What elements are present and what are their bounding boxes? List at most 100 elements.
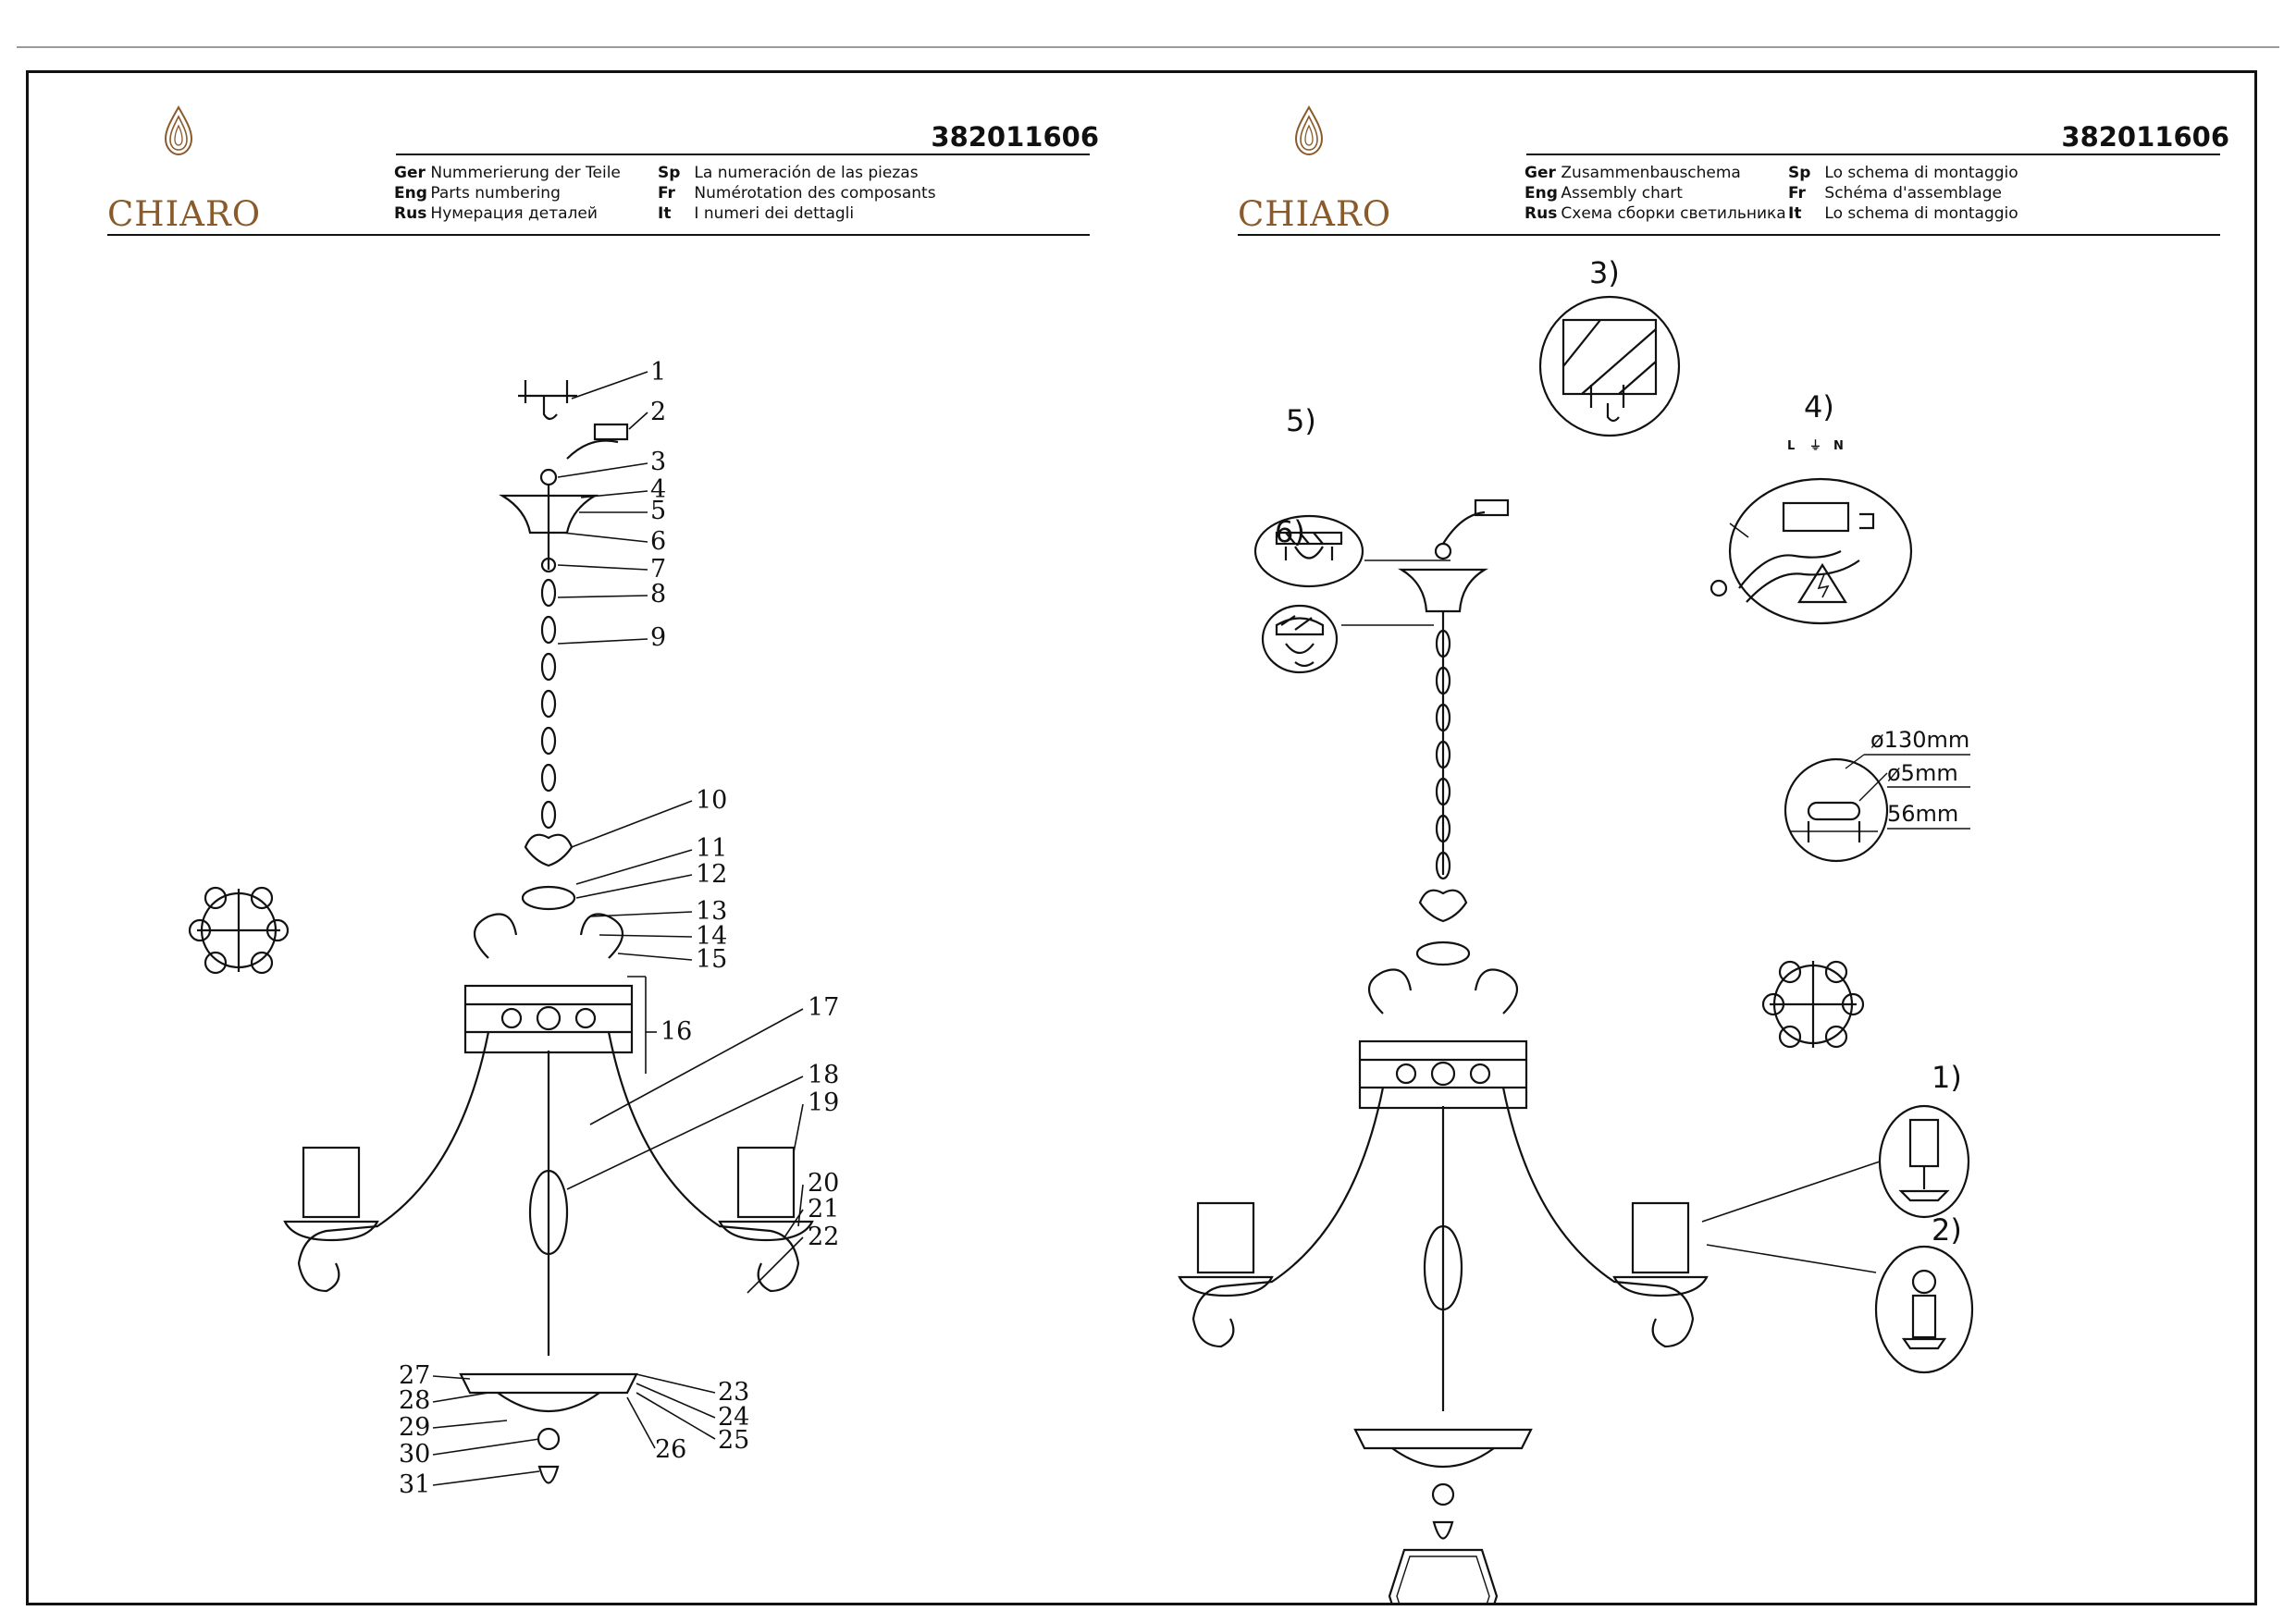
step-label: 5) xyxy=(1286,403,1316,438)
header-rule-top xyxy=(396,154,1090,155)
part-number-label: 16 xyxy=(660,1017,692,1046)
lang-code: Ger xyxy=(1524,164,1556,182)
part-number-label: 6 xyxy=(650,527,666,556)
part-number-label: 4 xyxy=(650,475,666,504)
lang-code: Rus xyxy=(394,204,427,223)
step-label: 2) xyxy=(1932,1212,1962,1248)
part-number-label: 5 xyxy=(650,497,666,525)
lang-code: Fr xyxy=(658,184,675,203)
part-number-label: 17 xyxy=(808,993,839,1022)
ceiling-hook-icon xyxy=(518,380,577,421)
article-code: 382011606 xyxy=(2061,121,2229,153)
part-number-labels: 1 2 3 4 5 6 7 8 9 10 11 12 13 14 15 16 1… xyxy=(399,358,839,1499)
part-number-label: 8 xyxy=(650,580,666,609)
part-number-label: 30 xyxy=(399,1440,430,1469)
part-number-label: 12 xyxy=(696,860,727,889)
flame-logo-icon xyxy=(164,105,193,156)
step-label: 4) xyxy=(1804,389,1834,424)
step-label: 6) xyxy=(1275,514,1305,549)
part-number-label: 13 xyxy=(696,897,727,926)
multilingual-title: Ger Nummerierung der Teile Eng Parts num… xyxy=(394,163,1097,227)
candle-cup-icon xyxy=(302,1146,361,1219)
part-number-label: 26 xyxy=(655,1435,686,1464)
title-text: Zusammenbauschema xyxy=(1561,164,1741,182)
dimension-label: 56mm xyxy=(1887,801,1958,827)
assembly-labels: 1) 2) 3) 4) 5) 6) L ⏚ N ø130mm ø5mm 56mm xyxy=(1275,255,1969,1248)
lang-code: It xyxy=(658,204,672,223)
top-rule xyxy=(17,46,2279,48)
part-number-label: 10 xyxy=(696,786,727,815)
title-text: Numérotation des composants xyxy=(694,184,936,203)
title-text: La numeración de las piezas xyxy=(694,164,919,182)
part-number-label: 29 xyxy=(399,1413,430,1442)
brand-logo: CHIARO xyxy=(1238,105,1390,234)
part-number-label: 2 xyxy=(650,398,666,426)
multilingual-title: Ger Zusammenbauschema Eng Assembly chart… xyxy=(1524,163,2228,227)
part-number-label: 7 xyxy=(650,555,666,584)
lang-code: Eng xyxy=(394,184,427,203)
bulb-install-icon xyxy=(1874,1245,1974,1374)
sheet-parts-numbering: CHIARO 382011606 Ger Nummerierung der Te… xyxy=(26,70,1154,1605)
part-number-label: 25 xyxy=(718,1426,749,1455)
sheet-assembly-chart: CHIARO 382011606 Ger Zusammenbauschema E… xyxy=(1156,70,2285,1605)
brand-name: CHIARO xyxy=(107,194,262,234)
part-number-label: 19 xyxy=(808,1088,839,1117)
part-number-label: 21 xyxy=(808,1195,839,1223)
part-number-label: 24 xyxy=(718,1403,749,1432)
part-number-label: 3 xyxy=(650,448,666,476)
title-text: Nummerierung der Teile xyxy=(430,164,621,182)
candle-cup-icon xyxy=(736,1146,796,1219)
step-label: 1) xyxy=(1932,1060,1962,1095)
dimension-label: ø5mm xyxy=(1887,760,1958,786)
title-text: Schéma d'assemblage xyxy=(1824,184,2002,203)
title-text: Нумерация деталей xyxy=(430,204,598,223)
part-number-label: 11 xyxy=(696,834,727,863)
brand-name: CHIARO xyxy=(1238,194,1392,234)
flame-logo-icon xyxy=(1294,105,1324,156)
part-number-label: 22 xyxy=(808,1223,839,1251)
header-rule-bottom xyxy=(107,234,1090,236)
lang-code: Ger xyxy=(394,164,426,182)
mounting-holes-icon xyxy=(1761,960,1865,1049)
title-text: Assembly chart xyxy=(1561,184,1683,203)
finial-icon xyxy=(537,1465,560,1484)
terminal-label: L xyxy=(1787,439,1795,453)
part-number-label: 20 xyxy=(808,1169,839,1198)
dimension-label: ø130mm xyxy=(1870,727,1969,753)
part-number-label: 9 xyxy=(650,623,666,652)
mounting-dimension-icon xyxy=(1784,754,1970,863)
part-number-label: 27 xyxy=(399,1361,430,1390)
terminal-label: N xyxy=(1833,439,1844,453)
hex-shade-icon xyxy=(1388,1548,1499,1605)
hook-detail-icon xyxy=(1538,295,1681,437)
terminal-block-icon xyxy=(593,423,629,441)
title-text: Lo schema di montaggio xyxy=(1824,204,2018,223)
title-text: Lo schema di montaggio xyxy=(1824,164,2018,182)
lang-code: It xyxy=(1788,204,1802,223)
header-rule-top xyxy=(1526,154,2220,155)
part-number-label: 28 xyxy=(399,1386,430,1415)
title-text: I numeri dei dettagli xyxy=(694,204,855,223)
wiring-detail-icon xyxy=(1710,477,1913,625)
lang-code: Fr xyxy=(1788,184,1806,203)
mounting-holes-icon xyxy=(188,886,290,975)
part-number-label: 23 xyxy=(718,1378,749,1407)
assembly-drawing xyxy=(1178,295,1974,1605)
canopy-fixing-icon xyxy=(1253,514,1364,588)
chain-icon xyxy=(540,578,557,830)
part-number-label: 15 xyxy=(696,945,727,974)
lang-code: Eng xyxy=(1524,184,1558,203)
title-text: Parts numbering xyxy=(430,184,561,203)
lang-code: Sp xyxy=(658,164,681,182)
terminal-label: ⏚ xyxy=(1809,439,1821,453)
part-number-label: 18 xyxy=(808,1061,839,1089)
article-code: 382011606 xyxy=(931,121,1099,153)
lang-code: Sp xyxy=(1788,164,1811,182)
title-text: Схема сборки светильника xyxy=(1561,204,1786,223)
chandelier-parts-drawing xyxy=(188,371,814,1486)
part-number-label: 1 xyxy=(650,358,666,387)
page-frame xyxy=(26,70,2257,1605)
step-label: 3) xyxy=(1589,255,1620,290)
nut-tightening-icon xyxy=(1261,604,1339,674)
brand-logo: CHIARO xyxy=(107,105,260,234)
